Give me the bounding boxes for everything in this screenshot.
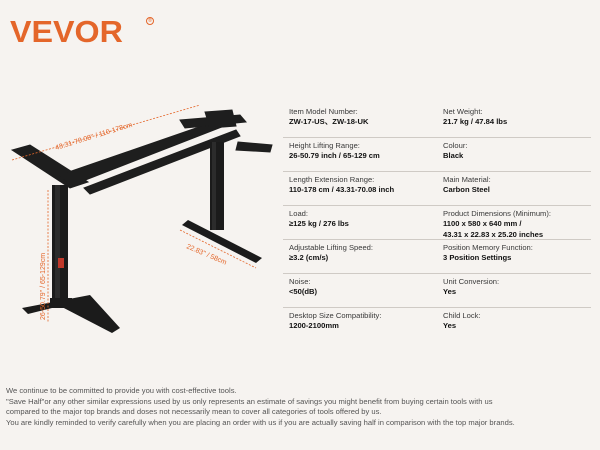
spec-label: Colour: xyxy=(443,141,468,150)
spec-value: 3 Position Settings xyxy=(443,253,512,262)
spec-value: 1200-2100mm xyxy=(289,321,339,330)
spec-label: Adjustable Lifting Speed: xyxy=(289,243,374,252)
spec-cell-noise: Noise: <50(dB) xyxy=(283,274,437,307)
dimension-labels: 43.31-70.08" / 110-178cm 26-50.79" / 65-… xyxy=(40,122,228,320)
disclaimer-line: We continue to be committed to provide y… xyxy=(6,386,237,395)
spec-cell-material: Main Material: Carbon Steel xyxy=(437,172,591,205)
desk-top-frame xyxy=(10,109,273,195)
spec-label: Length Extension Range: xyxy=(289,175,375,184)
spec-cell-dimensions: Product Dimensions (Minimum): 1100 x 580… xyxy=(437,206,591,239)
spec-value: 110-178 cm / 43.31-70.08 inch xyxy=(289,185,395,194)
disclaimer-text: We continue to be committed to provide y… xyxy=(6,386,598,428)
spec-label: Position Memory Function: xyxy=(443,243,533,252)
spec-cell-child-lock: Child Lock: Yes xyxy=(437,308,591,342)
desk-right-leg xyxy=(182,142,262,263)
spec-cell-weight: Net Weight: 21.7 kg / 47.84 lbs xyxy=(437,104,591,137)
spec-label: Load: xyxy=(289,209,309,218)
spec-value: ≥125 kg / 276 lbs xyxy=(289,219,349,228)
spec-label: Child Lock: xyxy=(443,311,481,320)
spec-cell-speed: Adjustable Lifting Speed: ≥3.2 (cm/s) xyxy=(283,240,437,273)
spec-row: Load: ≥125 kg / 276 lbs Product Dimensio… xyxy=(283,206,591,240)
spec-cell-height: Height Lifting Range: 26-50.79 inch / 65… xyxy=(283,138,437,171)
spec-value: ≥3.2 (cm/s) xyxy=(289,253,329,262)
desk-left-leg xyxy=(22,185,120,333)
spec-label: Main Material: xyxy=(443,175,491,184)
spec-row: Length Extension Range: 110-178 cm / 43.… xyxy=(283,172,591,206)
disclaimer-line: You are kindly reminded to verify carefu… xyxy=(6,417,515,427)
spec-cell-colour: Colour: Black xyxy=(437,138,591,171)
spec-cell-memory: Position Memory Function: 3 Position Set… xyxy=(437,240,591,273)
desk-frame-image xyxy=(10,104,273,333)
spec-cell-load: Load: ≥125 kg / 276 lbs xyxy=(283,206,437,239)
spec-label: Desktop Size Compatibility: xyxy=(289,311,382,320)
spec-value: Yes xyxy=(443,321,457,330)
spec-value: 21.7 kg / 47.84 lbs xyxy=(443,117,508,126)
spec-label: Product Dimensions (Minimum): xyxy=(443,209,552,218)
spec-row: Desktop Size Compatibility: 1200-2100mm … xyxy=(283,308,591,342)
disclaimer-line: compared to the major top brands and dos… xyxy=(6,407,382,416)
depth-dimension-line xyxy=(179,229,257,269)
spec-cell-desktop-size: Desktop Size Compatibility: 1200-2100mm xyxy=(283,308,437,342)
spec-label: Unit Conversion: xyxy=(443,277,500,286)
depth-dimension-label: 22.83" / 58cm xyxy=(185,243,227,266)
spec-table: Item Model Number: ZW-17-US、ZW-18-UK Net… xyxy=(283,104,591,342)
trademark-icon: ® xyxy=(146,17,154,25)
spec-value: Black xyxy=(443,151,464,160)
control-panel xyxy=(58,258,64,268)
spec-value: 26-50.79 inch / 65-129 cm xyxy=(289,151,380,160)
spec-row: Height Lifting Range: 26-50.79 inch / 65… xyxy=(283,138,591,172)
spec-label: Item Model Number: xyxy=(289,107,358,116)
spec-label: Height Lifting Range: xyxy=(289,141,360,150)
spec-row: Adjustable Lifting Speed: ≥3.2 (cm/s) Po… xyxy=(283,240,591,274)
spec-label: Noise: xyxy=(289,277,311,286)
spec-value-secondary: 43.31 x 22.83 x 25.20 inches xyxy=(443,229,544,239)
disclaimer-line: "Save Half"or any other similar expressi… xyxy=(6,396,493,406)
brand-logo: VEVOR xyxy=(10,14,123,49)
length-dimension-label: 43.31-70.08" / 110-178cm xyxy=(55,122,134,152)
spec-value: <50(dB) xyxy=(289,287,318,296)
spec-row: Item Model Number: ZW-17-US、ZW-18-UK Net… xyxy=(283,104,591,138)
spec-cell-length: Length Extension Range: 110-178 cm / 43.… xyxy=(283,172,437,205)
spec-value: ZW-17-US、ZW-18-UK xyxy=(289,117,369,126)
spec-value: 1100 x 580 x 640 mm / xyxy=(443,219,522,228)
height-dimension-label: 26-50.79" / 65-129cm xyxy=(40,253,47,320)
spec-value: Yes xyxy=(443,287,457,296)
spec-value: Carbon Steel xyxy=(443,185,490,194)
spec-cell-unit-conversion: Unit Conversion: Yes xyxy=(437,274,591,307)
spec-row: Noise: <50(dB) Unit Conversion: Yes xyxy=(283,274,591,308)
spec-label: Net Weight: xyxy=(443,107,483,116)
spec-cell-model: Item Model Number: ZW-17-US、ZW-18-UK xyxy=(283,104,437,137)
length-dimension-line xyxy=(11,104,201,161)
